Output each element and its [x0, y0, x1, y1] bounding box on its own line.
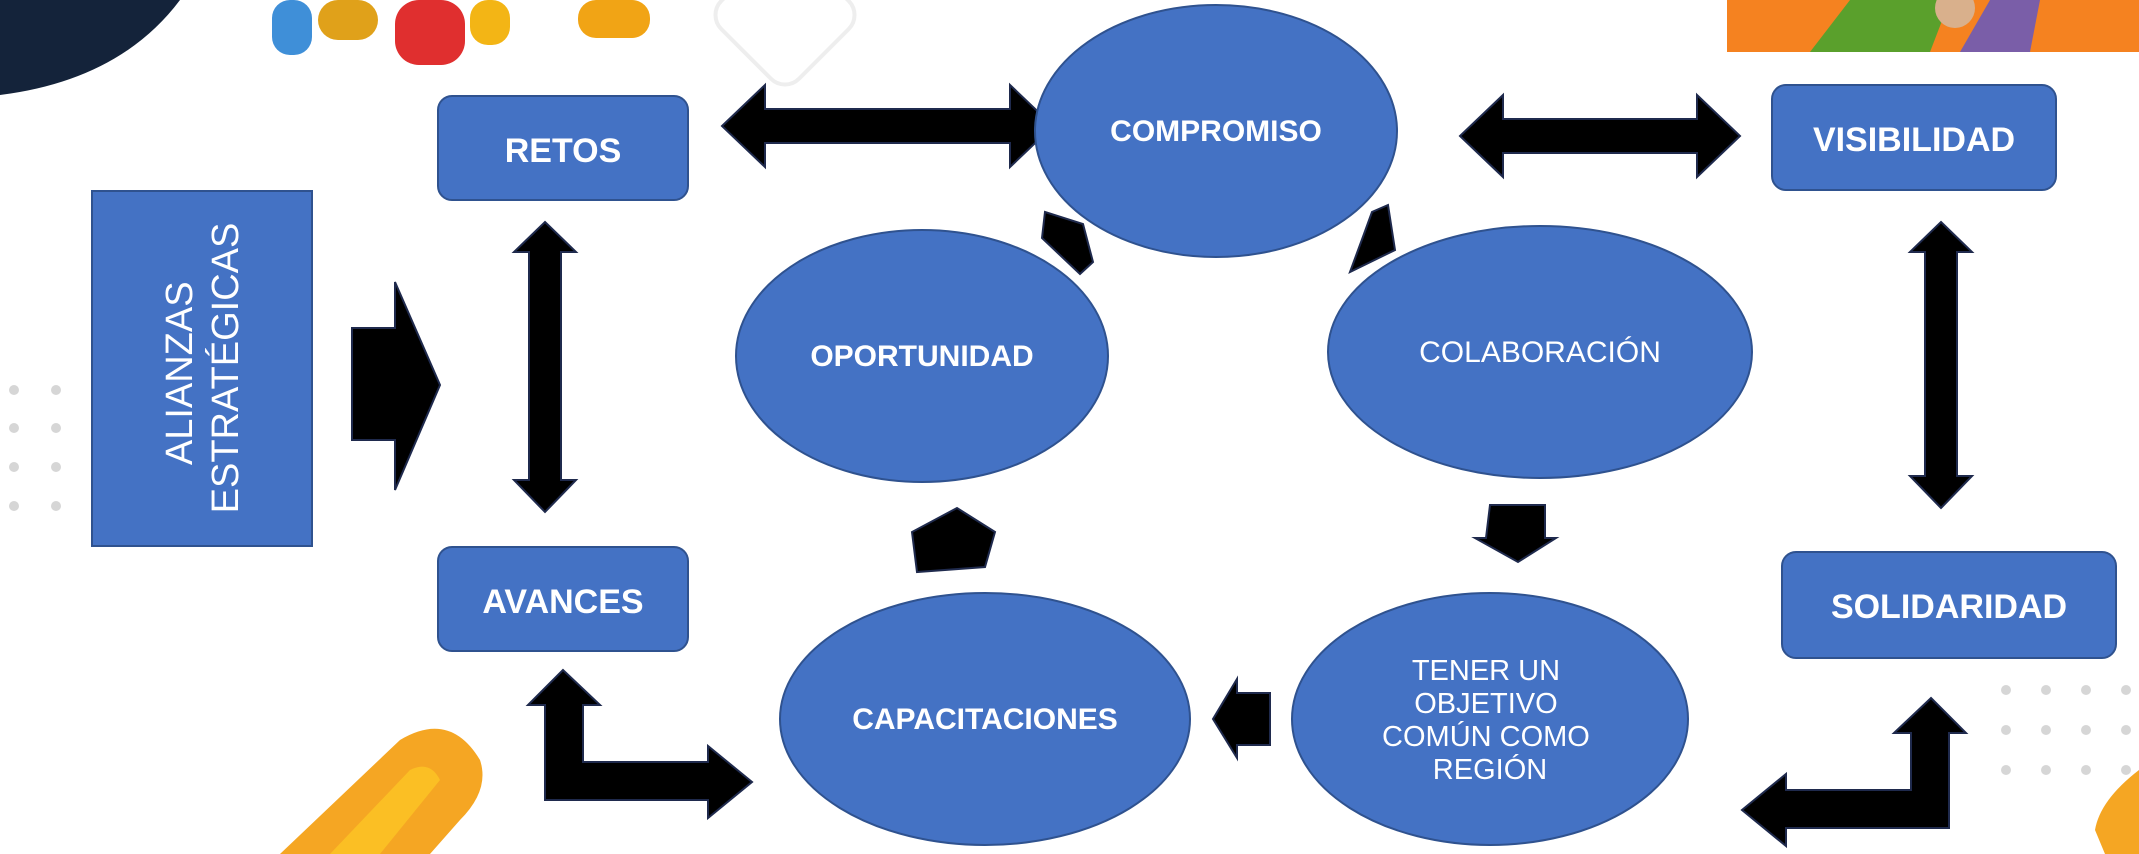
node-objetivo: TENER UN OBJETIVO COMÚN COMO REGIÓN: [1291, 592, 1689, 846]
alianzas-label-line2: ESTRATÉGICAS: [204, 223, 247, 514]
objetivo-label-line2: OBJETIVO: [1414, 688, 1557, 720]
colaboracion-label: COLABORACIÓN: [1419, 336, 1661, 369]
arrow-alianzas-to-center: [351, 281, 442, 491]
node-visibilidad: VISIBILIDAD: [1771, 84, 2057, 191]
node-avances: AVANCES: [437, 546, 689, 652]
node-solidaridad: SOLIDARIDAD: [1781, 551, 2117, 659]
svg-text:TENER UN OBJETIVO: TENER UN OBJETIVO COMÚN COMO REGIÓN: [1382, 655, 1598, 786]
arrow-colaboracion-objetivo: [1471, 504, 1560, 564]
orange-pill-left: [280, 728, 483, 854]
top-right-illustration: [1727, 0, 2139, 52]
arrows: [351, 82, 1975, 849]
retos-label: RETOS: [505, 132, 622, 170]
node-oportunidad: OPORTUNIDAD: [735, 229, 1109, 483]
svg-text:ALIANZAS ESTRATÉGICAS: ALIANZAS ESTRATÉGICAS: [159, 223, 247, 514]
oportunidad-label: OPORTUNIDAD: [810, 340, 1033, 373]
objetivo-label-line4: REGIÓN: [1433, 753, 1547, 786]
arrow-oportunidad-compromiso: [1040, 210, 1095, 276]
clay-figures-image: [272, 0, 650, 65]
arrow-retos-avances: [511, 220, 579, 514]
node-retos: RETOS: [437, 95, 689, 201]
compromiso-label: COMPROMISO: [1110, 115, 1322, 148]
dot-grid-right: [2001, 685, 2131, 775]
solidaridad-label: SOLIDARIDAD: [1831, 588, 2067, 626]
dark-corner-shape: [0, 0, 180, 95]
arrow-capacitaciones-oportunidad: [910, 506, 997, 574]
arrow-objetivo-capacitaciones: [1211, 675, 1271, 762]
node-capacitaciones: CAPACITACIONES: [779, 592, 1191, 846]
node-colaboracion: COLABORACIÓN: [1327, 225, 1753, 479]
objetivo-label-line1: TENER UN: [1412, 655, 1560, 687]
node-compromiso: COMPROMISO: [1034, 4, 1398, 258]
faint-diamond-outline: [713, 0, 857, 87]
orange-pill-right: [2095, 770, 2139, 854]
arrow-compromiso-colaboracion: [1348, 203, 1397, 274]
dot-grid-left: [9, 385, 61, 511]
arrow-visibilidad-solidaridad: [1907, 220, 1975, 510]
visibilidad-label: VISIBILIDAD: [1813, 121, 2015, 159]
capacitaciones-label: CAPACITACIONES: [852, 703, 1118, 736]
arrow-retos-compromiso: [720, 82, 1055, 170]
arrow-avances-capacitaciones: [525, 668, 754, 821]
arrow-solidaridad-corner: [1740, 696, 1969, 849]
alianzas-label-line1: ALIANZAS: [159, 281, 201, 465]
node-alianzas: ALIANZAS ESTRATÉGICAS: [91, 190, 313, 547]
objetivo-label-line3: COMÚN COMO: [1382, 720, 1590, 753]
avances-label: AVANCES: [482, 583, 643, 621]
arrow-compromiso-visibilidad: [1458, 92, 1742, 180]
